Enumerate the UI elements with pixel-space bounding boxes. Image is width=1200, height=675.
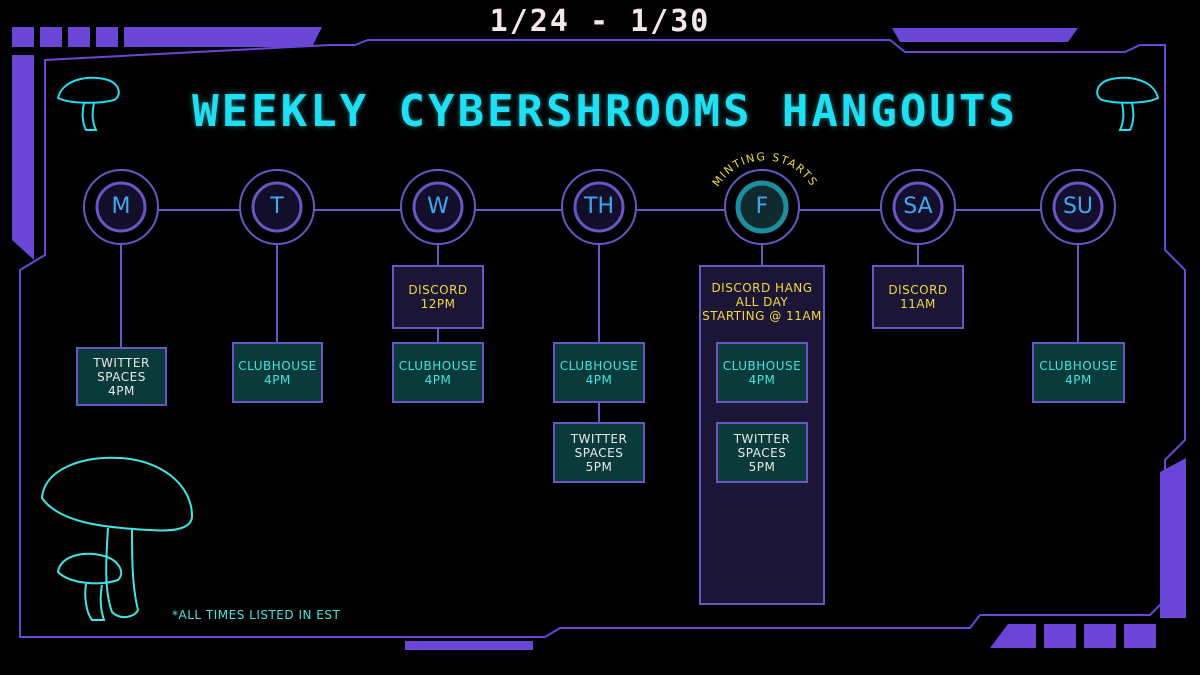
mushroom-cluster-icon [40,456,194,621]
page-title: WEEKLY CYBERSHROOMS HANGOUTS [192,86,1018,137]
event-tuesday-clubhouse: CLUBHOUSE 4PM [232,342,323,403]
event-saturday-discord: DISCORD 11AM [872,265,964,329]
event-thursday-clubhouse: CLUBHOUSE 4PM [553,342,645,403]
mushroom-icon [1096,76,1160,131]
top-right-bar [892,28,1078,42]
mushroom-icon [56,76,120,131]
day-label-sunday: SU [1062,194,1094,219]
event-monday-twitter-spaces: TWITTER SPACES 4PM [76,347,167,406]
event-friday-clubhouse: CLUBHOUSE 4PM [716,342,808,403]
event-friday-discord-hang: DISCORD HANG ALL DAY STARTING @ 11AM [702,281,822,323]
minting-label-arc: MINTING STARTS [710,150,819,189]
bottom-bar [405,641,533,650]
date-range: 1/24 - 1/30 [489,4,711,39]
day-label-tuesday: T [270,194,284,219]
day-label-friday: F [755,194,769,219]
top-left-tabs [12,27,322,260]
event-thursday-twitter-spaces: TWITTER SPACES 5PM [553,422,645,483]
day-label-saturday: SA [903,194,933,219]
right-bar [1160,458,1186,618]
day-label-wednesday: W [427,194,449,219]
footnote: *ALL TIMES LISTED IN EST [172,608,341,622]
event-wednesday-clubhouse: CLUBHOUSE 4PM [392,342,484,403]
event-friday-twitter-spaces: TWITTER SPACES 5PM [716,422,808,483]
event-sunday-clubhouse: CLUBHOUSE 4PM [1032,342,1125,403]
connectors [120,236,1079,423]
day-label-monday: M [111,194,131,219]
bottom-right-tabs [990,624,1156,648]
event-wednesday-discord: DISCORD 12PM [392,265,484,329]
frame-outline [19,39,1186,638]
day-label-thursday: TH [584,194,614,219]
day-circles [83,169,1116,245]
